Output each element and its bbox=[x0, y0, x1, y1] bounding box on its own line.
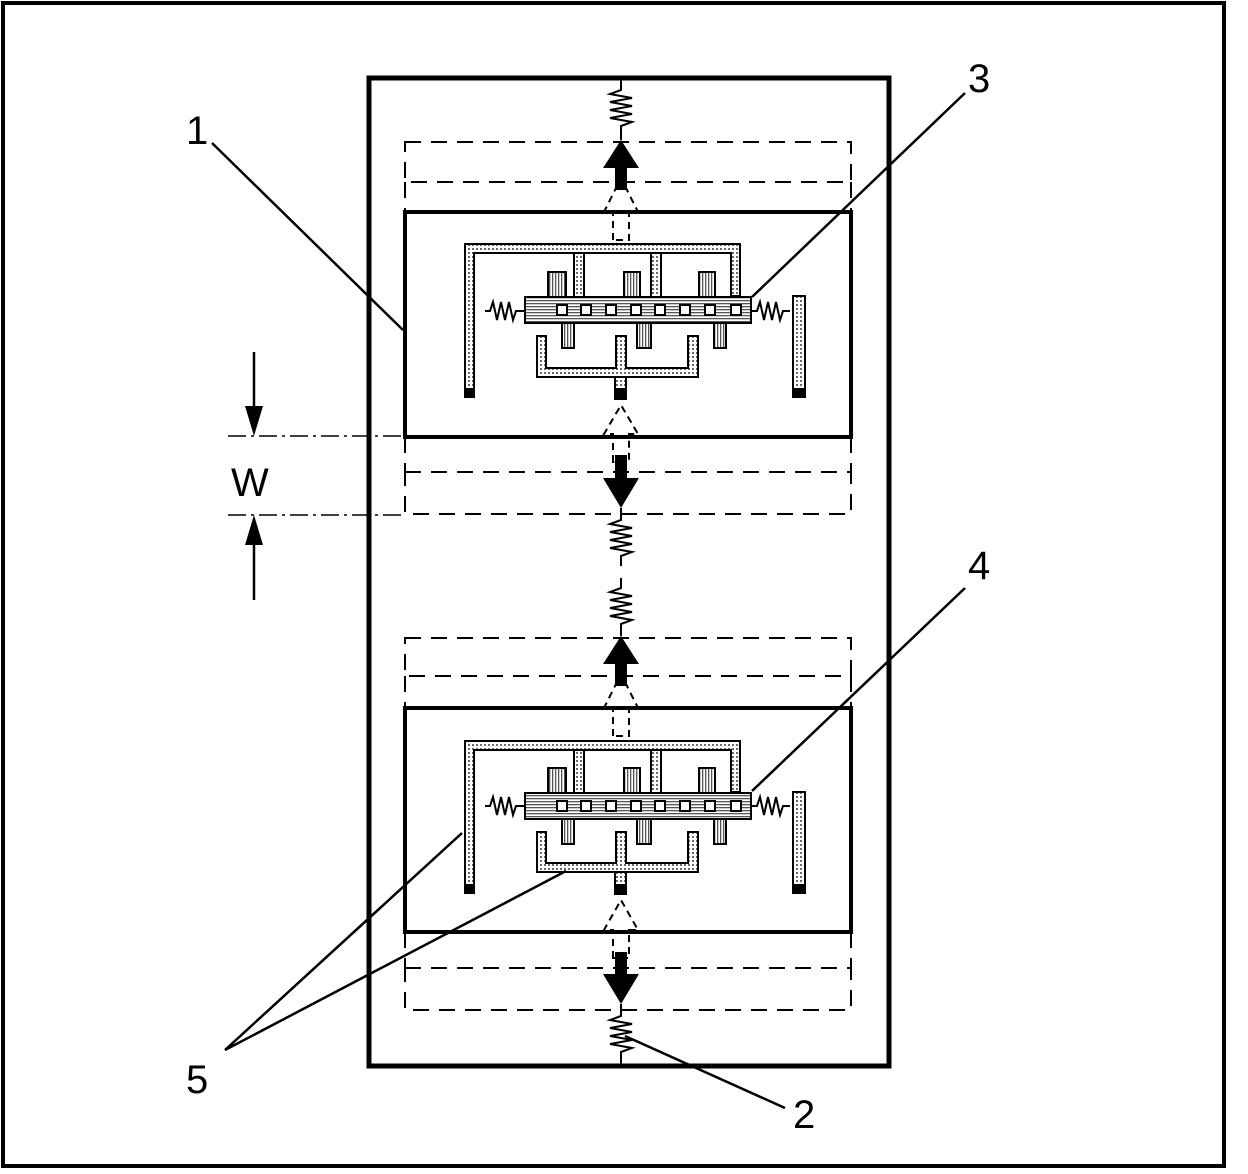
top-spring-upper bbox=[606, 80, 636, 140]
top-spring-lower bbox=[606, 508, 636, 566]
label-2: 2 bbox=[793, 1093, 815, 1137]
bottom-spring-lower bbox=[606, 1004, 636, 1064]
top-dashed-upper bbox=[404, 141, 852, 183]
gyro-structure-bottom bbox=[464, 740, 806, 895]
label-w: W bbox=[231, 461, 269, 505]
gyro-structure-top bbox=[464, 243, 806, 400]
leader-lines bbox=[211, 92, 966, 1110]
label-3: 3 bbox=[968, 57, 990, 101]
bottom-spring-upper bbox=[606, 578, 636, 636]
top-dashed-lower bbox=[404, 471, 852, 515]
bottom-dashed-upper bbox=[404, 637, 852, 677]
bottom-unit bbox=[403, 578, 853, 1064]
outer-border bbox=[1, 1, 1226, 1168]
substrate-frame bbox=[366, 75, 892, 1069]
top-unit bbox=[403, 80, 853, 566]
label-4: 4 bbox=[968, 544, 990, 588]
label-5: 5 bbox=[186, 1058, 208, 1102]
dimension-w bbox=[228, 352, 405, 600]
bottom-dashed-lower bbox=[404, 967, 852, 1011]
label-1: 1 bbox=[186, 109, 208, 153]
proof-mass-bottom bbox=[403, 706, 853, 934]
